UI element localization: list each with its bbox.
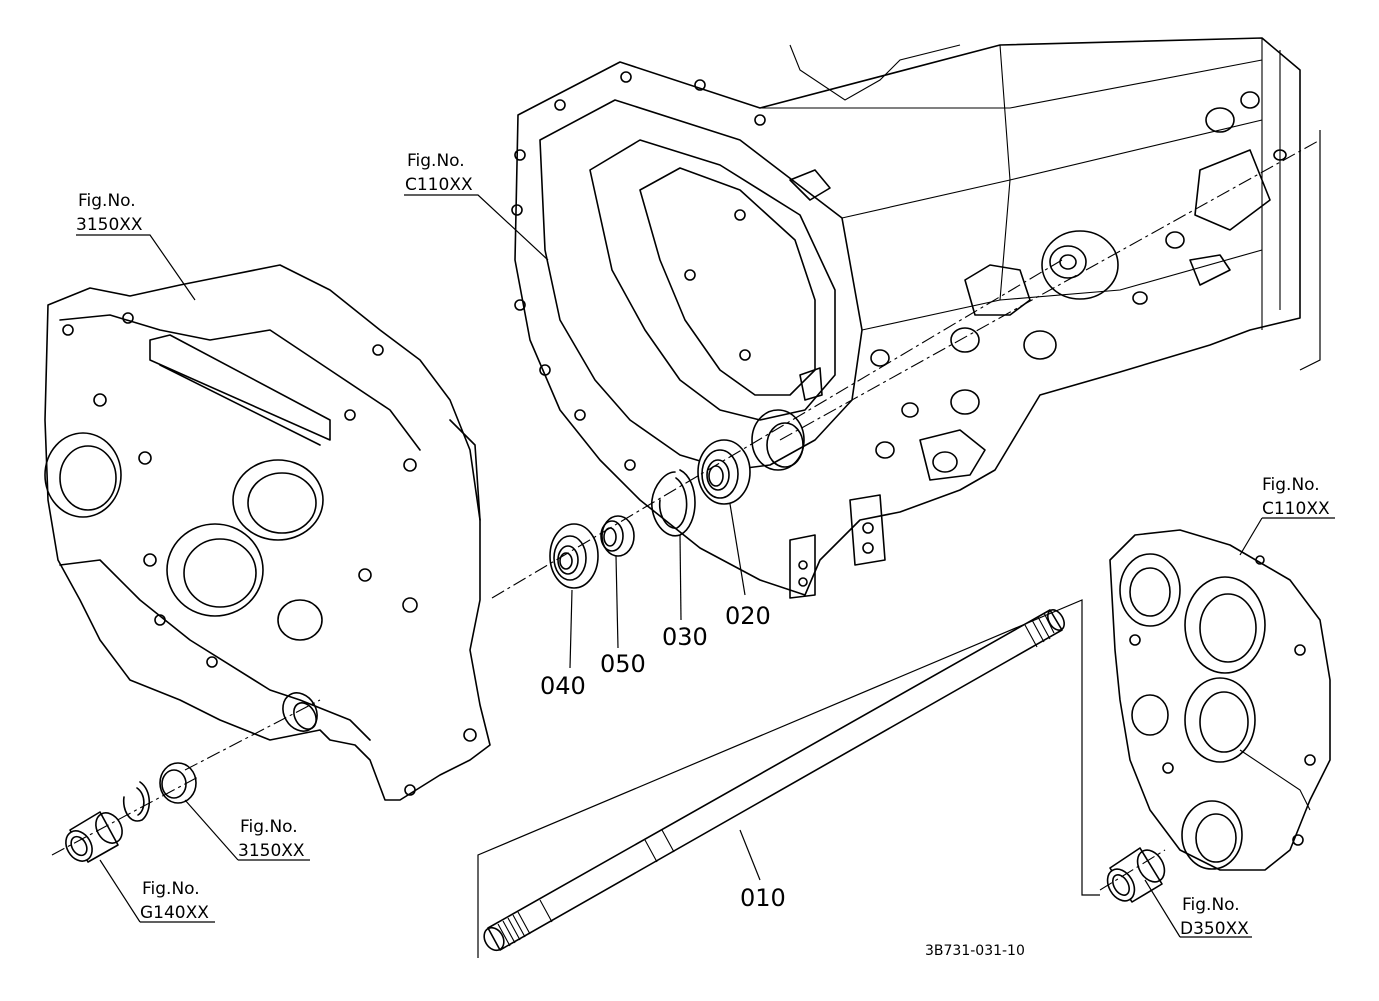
- front-housing-drawing: [44, 264, 491, 801]
- part-label-040: 040: [540, 672, 586, 700]
- fig-ref-3150-top: Fig.No. 3150XX: [76, 191, 143, 235]
- fig-ref-title: Fig.No.: [1182, 895, 1240, 915]
- fig-ref-d350: Fig.No. D350XX: [1180, 895, 1249, 939]
- part-label-020: 020: [725, 602, 771, 630]
- fig-ref-title: Fig.No.: [240, 817, 298, 837]
- transmission-case-drawing: [511, 37, 1301, 599]
- fig-ref-code: C110XX: [405, 175, 473, 195]
- oil-seal-drawing: [159, 762, 197, 804]
- fig-ref-title: Fig.No.: [142, 879, 200, 899]
- part-label-030: 030: [662, 623, 708, 651]
- input-shaft-drawing: [483, 609, 1065, 952]
- fig-ref-title: Fig.No.: [407, 151, 465, 171]
- needle-bearing-left-drawing: [65, 811, 123, 863]
- fig-ref-title: Fig.No.: [1262, 475, 1320, 495]
- assembly-centerlines: [51, 139, 1321, 891]
- fig-ref-code: 3150XX: [76, 215, 143, 235]
- bearing-040-drawing: [549, 523, 599, 589]
- snap-ring-030-drawing: [651, 469, 696, 537]
- fig-ref-3150-bottom: Fig.No. 3150XX: [238, 817, 305, 861]
- fig-ref-code: D350XX: [1180, 919, 1249, 939]
- drawing-code: 3B731-031-10: [925, 943, 1025, 959]
- rear-cover-drawing: [1109, 529, 1331, 871]
- fig-ref-c110-right: Fig.No. C110XX: [1262, 475, 1330, 519]
- collar-050-drawing: [600, 515, 635, 557]
- leader-lines: [76, 194, 1335, 938]
- fig-ref-code: G140XX: [140, 903, 209, 923]
- shaft-group-bracket: [477, 130, 1321, 958]
- needle-bearing-right-drawing: [1106, 847, 1166, 903]
- part-label-010: 010: [740, 884, 786, 912]
- fig-ref-title: Fig.No.: [78, 191, 136, 211]
- fig-ref-g140: Fig.No. G140XX: [140, 879, 209, 923]
- fig-ref-code: C110XX: [1262, 499, 1330, 519]
- snap-ring-small-drawing: [122, 781, 151, 822]
- fig-ref-c110-top: Fig.No. C110XX: [405, 151, 473, 195]
- part-label-050: 050: [600, 650, 646, 678]
- bearing-020-drawing: [697, 439, 751, 505]
- fig-ref-code: 3150XX: [238, 841, 305, 861]
